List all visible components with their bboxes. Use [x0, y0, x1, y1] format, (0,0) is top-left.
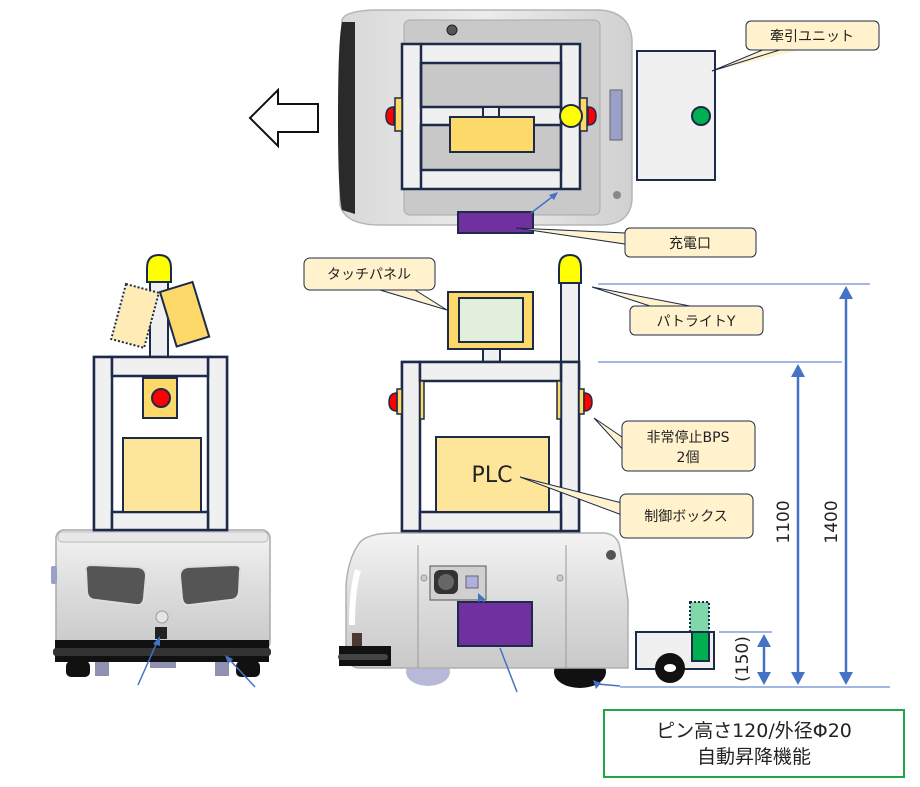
- plc-box-side: [435, 436, 550, 513]
- arrow-head: [839, 286, 853, 299]
- emergency-stop-button-front: [151, 388, 171, 408]
- towing-unit-side: [635, 601, 715, 683]
- callout-towing-unit: 牽引ユニット: [711, 20, 880, 72]
- emergency-stop-bracket-left-side: [419, 380, 425, 420]
- emergency-stop-left-top: [385, 106, 395, 126]
- arrow-head: [839, 672, 853, 685]
- arrow-head: [791, 364, 805, 377]
- plc-label: PLC: [472, 463, 513, 488]
- patrol-light-top: [559, 104, 583, 128]
- agv-body-side: [338, 532, 629, 688]
- emergency-stop-bracket-left-top: [394, 97, 403, 132]
- touch-panel-side-front: [158, 280, 211, 348]
- touch-panel-mount-side: [482, 347, 501, 363]
- dim-label-150: (150): [733, 636, 753, 682]
- plc-box-top: [449, 116, 535, 153]
- agv-body-front: [51, 529, 271, 677]
- callout-emergency-stop-text-line1: 非常停止BPS: [647, 429, 730, 446]
- pin-spec-note: ピン高さ120/外径Φ20 自動昇降機能: [603, 709, 905, 778]
- side-view: PLC タッチパネル パトライトY 非常停止B: [303, 253, 890, 693]
- pin-spec-line1: ピン高さ120/外径Φ20: [656, 719, 852, 742]
- left-arrow-icon: [248, 87, 319, 149]
- emergency-stop-right-top: [587, 106, 597, 126]
- arrow-head: [757, 672, 771, 685]
- emergency-stop-left-side: [388, 392, 398, 412]
- emergency-stop-bracket-right-side: [556, 380, 562, 420]
- arrow-head: [593, 680, 601, 689]
- dim-label-1100: 1100: [774, 500, 794, 543]
- pointer-line: [499, 647, 518, 693]
- arrow-head: [791, 672, 805, 685]
- callout-control-box-text: 制御ボックス: [644, 509, 728, 525]
- touch-panel-screen: [458, 297, 524, 343]
- towing-pin-side: [691, 631, 710, 662]
- callout-emergency-stop: 非常停止BPS 2個: [593, 417, 756, 472]
- arrow-head: [153, 636, 160, 646]
- dimension-lines: [598, 283, 890, 688]
- callout-patrol-light: パトライトY: [591, 286, 764, 336]
- pointer-line: [596, 683, 621, 687]
- charging-port-side: [457, 601, 533, 647]
- arrow-head: [757, 634, 771, 647]
- callout-patrol-light-text: パトライトY: [657, 314, 736, 330]
- dimension-arrowheads: [757, 286, 853, 685]
- arrow-head: [549, 192, 558, 200]
- callout-charging-port-text: 充電口: [669, 236, 711, 252]
- patrol-light-side: [558, 253, 582, 284]
- patrol-light-front: [146, 253, 172, 283]
- callout-towing-unit-text: 牽引ユニット: [770, 28, 854, 45]
- callout-touch-panel: タッチパネル: [303, 257, 448, 311]
- emergency-stop-right-side: [583, 392, 593, 412]
- dim-label-1400: 1400: [822, 500, 842, 543]
- pin-spec-line2: 自動昇降機能: [696, 745, 811, 768]
- pointer-line: [227, 657, 256, 688]
- towing-pin-raised-ghost: [689, 601, 710, 633]
- callout-emergency-stop-text-line2: 2個: [677, 450, 700, 466]
- towing-pin-top: [691, 106, 711, 126]
- callout-control-box: 制御ボックス: [519, 476, 754, 539]
- top-view: 牽引ユニット 充電口: [248, 9, 880, 258]
- pointer-line: [137, 639, 159, 686]
- front-view: [51, 253, 271, 688]
- arrow-head: [478, 593, 485, 602]
- arrow-head: [225, 655, 233, 664]
- callout-touch-panel-text: タッチパネル: [327, 267, 411, 283]
- touch-panel-mount-top: [482, 106, 500, 118]
- charging-port-top: [457, 211, 534, 234]
- callout-charging-port: 充電口: [515, 227, 757, 258]
- plc-box-front: [122, 437, 202, 513]
